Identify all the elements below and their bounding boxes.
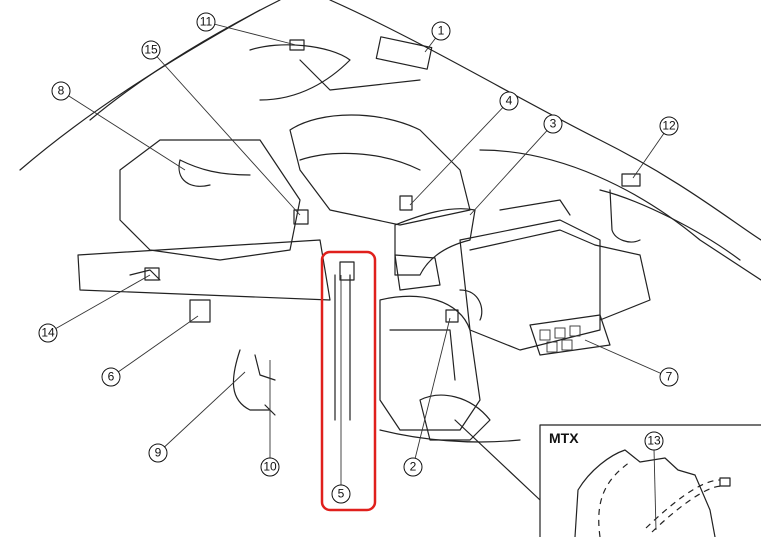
inset-label-mtx: MTX xyxy=(549,430,579,446)
callout-4: 4 xyxy=(499,91,519,111)
callout-1: 1 xyxy=(431,21,451,41)
highlight-box xyxy=(320,250,377,512)
callout-12: 12 xyxy=(659,116,679,136)
callout-9: 9 xyxy=(148,443,168,463)
callout-11: 11 xyxy=(196,12,216,32)
callout-7: 7 xyxy=(659,367,679,387)
callout-6: 6 xyxy=(101,367,121,387)
callout-2: 2 xyxy=(403,457,423,477)
callout-15: 15 xyxy=(141,40,161,60)
callout-5: 5 xyxy=(331,484,351,504)
callout-13: 13 xyxy=(644,431,664,451)
callout-14: 14 xyxy=(38,323,58,343)
callout-3: 3 xyxy=(543,114,563,134)
callout-8: 8 xyxy=(51,81,71,101)
callout-10: 10 xyxy=(260,457,280,477)
